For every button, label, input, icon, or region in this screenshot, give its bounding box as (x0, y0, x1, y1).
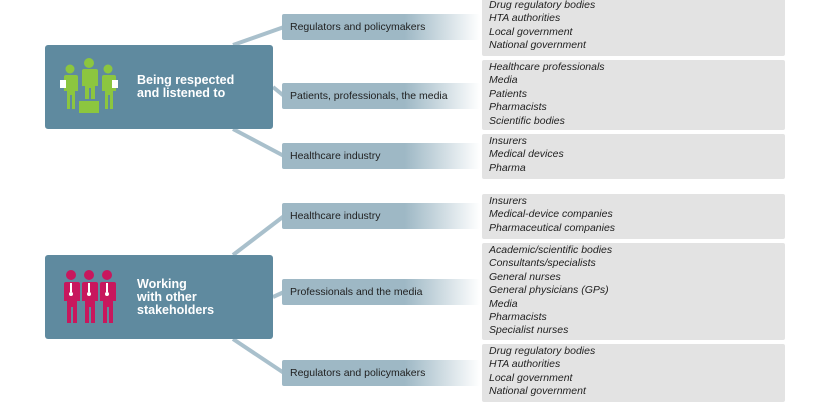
list-item: Pharmacists (489, 101, 547, 114)
connector-line (232, 127, 285, 158)
list-item: Academic/scientific bodies (489, 244, 613, 256)
list-item: Pharmaceutical companies (489, 221, 616, 234)
category-label: Patients, professionals, the media (290, 90, 448, 102)
list-item: Local government (489, 371, 573, 384)
list-item: Drug regulatory bodies (489, 345, 596, 357)
list-item: Specialist nurses (489, 324, 569, 337)
category-professionals-media: Professionals and the media (282, 279, 480, 305)
category-label: Professionals and the media (290, 286, 423, 298)
stakeholder-list: Drug regulatory bodies HTA authorities L… (482, 344, 785, 402)
stakeholder-list: Academic/scientific bodies Consultants/s… (482, 243, 785, 340)
list-item: HTA authorities (489, 358, 561, 371)
team-people-icon (64, 270, 116, 323)
list-item: Media (489, 297, 518, 310)
list-item: Pharma (489, 161, 526, 174)
list-item: Local government (489, 25, 573, 38)
stakeholder-list: Drug regulatory bodies HTA authorities L… (482, 0, 785, 56)
list-item: Medical devices (489, 148, 564, 161)
connector-line (231, 214, 286, 257)
list-item: National government (489, 385, 586, 398)
list-item: Patients (489, 87, 527, 100)
list-item: Insurers (489, 195, 527, 207)
category-patients-professionals-media: Patients, professionals, the media (282, 83, 480, 109)
list-item: General physicians (GPs) (489, 284, 609, 297)
list-item: Insurers (489, 135, 527, 147)
category-label: Healthcare industry (290, 210, 381, 222)
category-regulators-policymakers: Regulators and policymakers (282, 14, 480, 40)
group-box-respected: Being respected and listened to (45, 45, 273, 129)
list-item: Media (489, 74, 518, 87)
list-item: Medical-device companies (489, 208, 613, 221)
category-regulators-policymakers: Regulators and policymakers (282, 360, 480, 386)
category-healthcare-industry: Healthcare industry (282, 203, 480, 229)
stakeholder-list: Insurers Medical devices Pharma (482, 134, 785, 179)
category-label: Healthcare industry (290, 150, 381, 162)
stakeholder-list: Insurers Medical-device companies Pharma… (482, 194, 785, 239)
category-label: Regulators and policymakers (290, 367, 426, 379)
list-item: Healthcare professionals (489, 61, 605, 73)
list-item: Scientific bodies (489, 114, 565, 127)
list-item: Pharmacists (489, 311, 547, 324)
podium-people-icon (60, 58, 118, 113)
list-item: National government (489, 39, 586, 52)
group-title: Working with other stakeholders (137, 276, 215, 317)
connector-line (231, 337, 286, 375)
connector-line (232, 25, 285, 47)
list-item: Consultants/specialists (489, 257, 596, 270)
stakeholder-list: Healthcare professionals Media Patients … (482, 60, 785, 130)
category-healthcare-industry: Healthcare industry (282, 143, 480, 169)
list-item: HTA authorities (489, 12, 561, 25)
list-item: General nurses (489, 270, 561, 283)
group-title: Being respected and listened to (137, 73, 235, 100)
group-box-working: Working with other stakeholders (45, 255, 273, 339)
category-label: Regulators and policymakers (290, 21, 426, 33)
list-item: Drug regulatory bodies (489, 0, 596, 11)
